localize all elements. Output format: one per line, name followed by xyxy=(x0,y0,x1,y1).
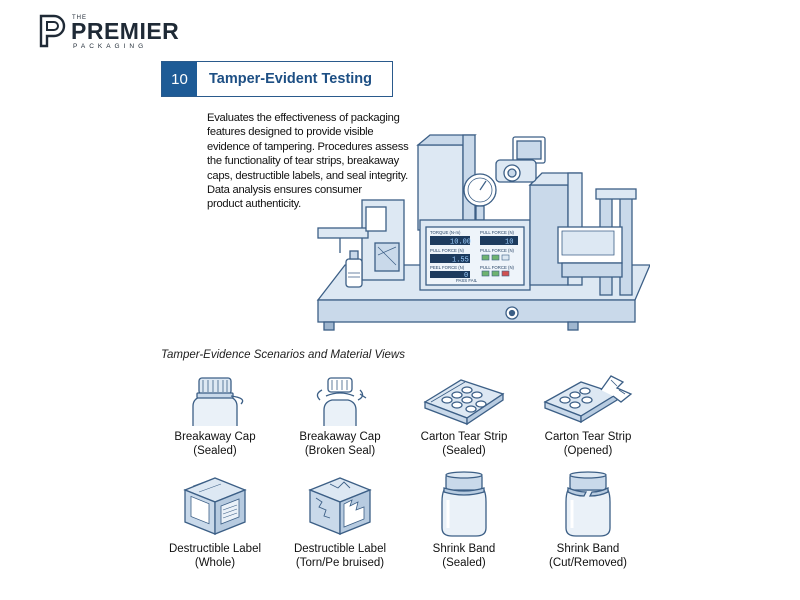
scenario-label: Destructible Label xyxy=(293,543,387,555)
panel-label: PEEL FORCE (N) xyxy=(430,265,465,270)
scenario-label: Shrink Band xyxy=(432,543,496,555)
scenario-item: Breakaway Cap (Broken Seal) xyxy=(275,372,405,458)
scenario-label: Breakaway Cap xyxy=(299,431,381,443)
panel-label: PULL FORCE (N) xyxy=(480,248,515,253)
scenario-label: Carton Tear Strip xyxy=(420,431,508,443)
description-line: Evaluates the effectiveness of packaging xyxy=(207,112,400,124)
panel-readout: 1.55 xyxy=(452,257,469,265)
description-line: evidence of tampering. Procedures assess xyxy=(207,140,409,153)
brand-name: PREMIER xyxy=(71,18,180,44)
jar-band-sealed-icon xyxy=(441,471,487,537)
description-line: product authenticity. xyxy=(207,198,302,211)
jar-band-cut-icon xyxy=(565,471,611,537)
scenario-item: Destructible Label (Torn/Pe bruised) xyxy=(275,470,405,570)
description-line: caps, destructible labels, and seal inte… xyxy=(207,169,408,182)
label-torn-icon xyxy=(308,477,372,535)
bottle-cap-broken-icon xyxy=(316,377,367,426)
panel-label: PULL FORCE (N) xyxy=(480,230,515,235)
description: Evaluates the effectiveness of packaging… xyxy=(207,111,419,212)
scenario-sublabel: (Sealed) xyxy=(442,557,486,569)
scenario-label: Carton Tear Strip xyxy=(544,431,632,443)
section-header: 10 Tamper-Evident Testing xyxy=(161,61,393,97)
scenario-label: Breakaway Cap xyxy=(174,431,256,443)
scenario-item: Shrink Band (Sealed) xyxy=(399,470,529,570)
brand-logo: THE PREMIER PACKAGING xyxy=(38,14,179,50)
scenario-label: Shrink Band xyxy=(556,543,620,555)
description-line: features designed to provide visible xyxy=(207,126,374,139)
scenario-label: Destructible Label xyxy=(168,543,262,555)
panel-readout: 10 xyxy=(505,239,513,247)
scenario-item: Carton Tear Strip (Sealed) xyxy=(399,372,529,458)
scenario-sublabel: (Opened) xyxy=(563,445,613,457)
scenario-sublabel: (Torn/Pe bruised) xyxy=(295,557,385,569)
carton-opened-icon xyxy=(543,375,633,424)
section-heading: Tamper-Evident Testing xyxy=(209,71,373,87)
scenarios-title: Tamper-Evidence Scenarios and Material V… xyxy=(161,349,405,361)
panel-readout: 0 xyxy=(464,272,468,280)
panel-label: PULL FORCE (N) xyxy=(480,265,515,270)
scenario-item: Breakaway Cap (Sealed) xyxy=(150,372,280,458)
carton-sealed-icon xyxy=(423,379,505,426)
scenario-sublabel: (Broken Seal) xyxy=(304,445,376,457)
scenario-item: Destructible Label (Whole) xyxy=(150,470,280,570)
panel-footer: PASS FAIL xyxy=(456,278,478,283)
scenario-sublabel: (Sealed) xyxy=(442,445,486,457)
description-line: Data analysis ensures consumer xyxy=(207,184,362,197)
scenario-item: Shrink Band (Cut/Removed) xyxy=(523,470,653,570)
bottle-cap-sealed-icon xyxy=(192,377,244,426)
scenario-sublabel: (Cut/Removed) xyxy=(549,557,627,569)
logo-mark-icon xyxy=(39,14,66,48)
panel-label: TORQUE (N-m) xyxy=(430,230,461,235)
description-line: the functionality of tear strips, breaka… xyxy=(207,155,399,168)
label-whole-icon xyxy=(183,477,247,535)
brand-sub: PACKAGING xyxy=(73,43,148,50)
tamper-testing-machine-illustration: TORQUE (N-m) PULL FORCE (N) PULL FORCE (… xyxy=(316,134,650,331)
panel-label: PULL FORCE (N) xyxy=(430,248,465,253)
scenario-sublabel: (Sealed) xyxy=(193,445,237,457)
panel-readout: 10.00 xyxy=(450,239,471,247)
section-number: 10 xyxy=(162,62,197,96)
brand-small: THE xyxy=(72,15,87,21)
scenario-sublabel: (Whole) xyxy=(194,557,236,569)
scenario-item: Carton Tear Strip (Opened) xyxy=(523,372,653,458)
